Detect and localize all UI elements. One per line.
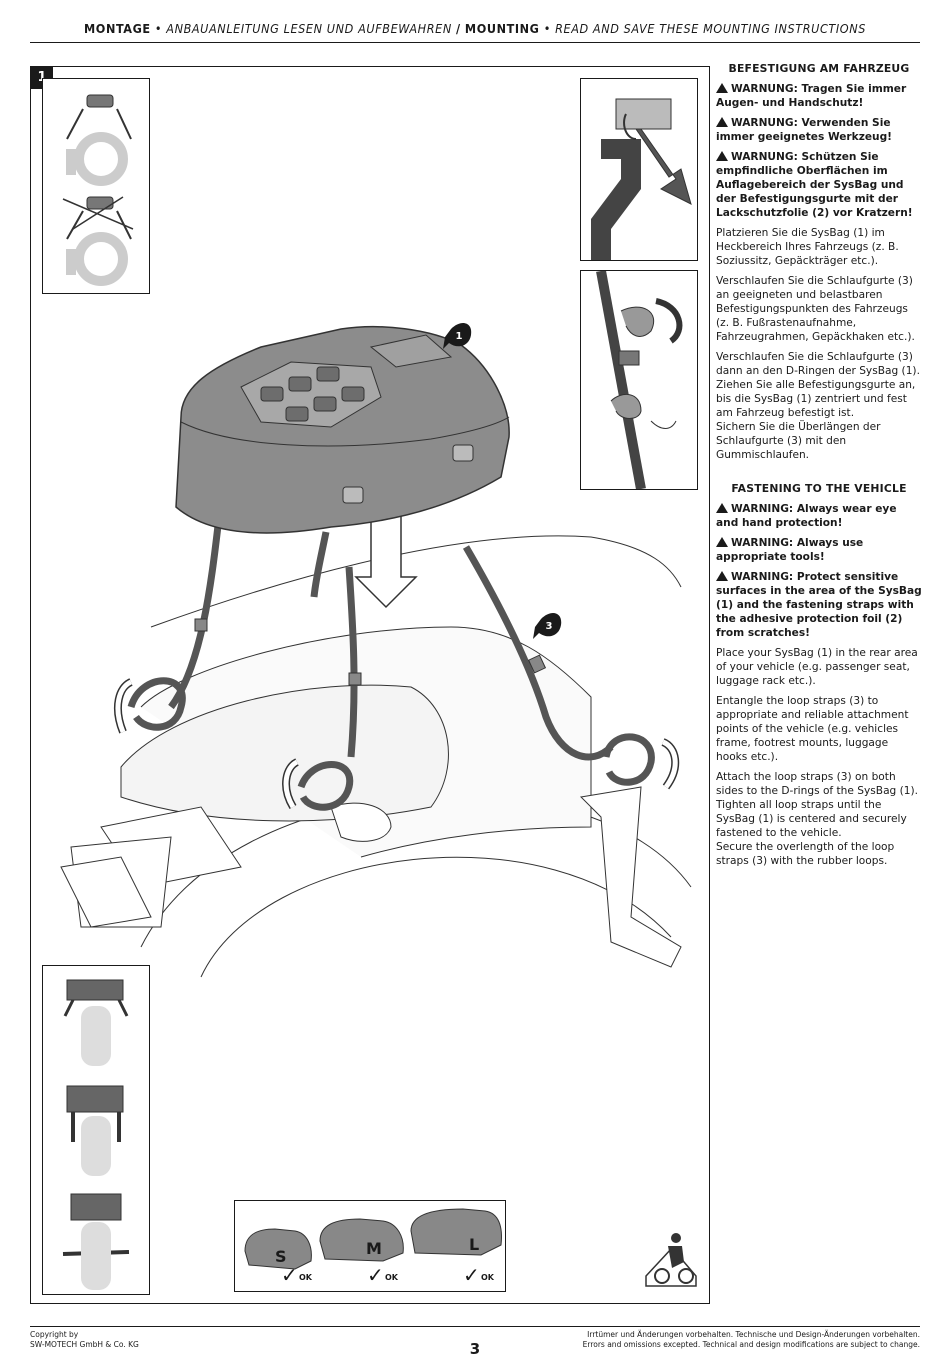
german-warning-2: WARNUNG: Verwenden Sie immer geeignetes … — [716, 117, 893, 143]
detail-box-hook — [580, 78, 698, 261]
warning-icon — [716, 537, 728, 547]
size-l-label: L — [469, 1235, 480, 1254]
callout-bag: 1 — [455, 331, 463, 342]
warning-icon — [716, 503, 728, 513]
footer-disclaimer: Irrtümer und Änderungen vorbehalten. Tec… — [583, 1330, 920, 1349]
disclaimer-de: Irrtümer und Änderungen vorbehalten. Tec… — [587, 1330, 920, 1339]
copyright-line-1: Copyright by — [30, 1330, 79, 1339]
instructions-column: BEFESTIGUNG AM FAHRZEUG WARNUNG: Tragen … — [716, 62, 922, 874]
detail-box-vehicle-positions — [42, 965, 150, 1295]
english-warning-3: WARNING: Protect sensitive surfaces in t… — [716, 571, 922, 639]
warning-icon — [716, 83, 728, 93]
german-title: BEFESTIGUNG AM FAHRZEUG — [728, 62, 910, 75]
header-mounting-sub: • READ AND SAVE THESE MOUNTING INSTRUCTI… — [543, 21, 866, 36]
header-mounting: MOUNTING — [464, 21, 540, 36]
main-illustration — [60, 323, 692, 978]
english-title: FASTENING TO THE VEHICLE — [731, 482, 907, 495]
disclaimer-en: Errors and omissions excepted. Technical… — [582, 1339, 920, 1349]
check-icon-s: ✓ — [281, 1263, 298, 1287]
german-paragraph-1: Platzieren Sie die SysBag (1) im Heckber… — [716, 227, 899, 267]
german-warning-3: WARNUNG: Schützen Sie empfindliche Oberf… — [716, 151, 913, 219]
english-paragraph-3: Attach the loop straps (3) on both sides… — [716, 771, 919, 797]
vehicle-positions-detail — [62, 979, 130, 1290]
english-warning-2: WARNING: Always use appropriate tools! — [716, 537, 864, 563]
mechanic-icon — [645, 1233, 697, 1287]
english-paragraph-4: Tighten all loop straps until the SysBag… — [716, 799, 907, 839]
footer-rule — [30, 1326, 920, 1327]
english-paragraph-2: Entangle the loop straps (3) to appropri… — [716, 695, 909, 763]
header-rule — [30, 42, 920, 43]
german-paragraph-4: Ziehen Sie alle Befestigungsgurte an, bi… — [716, 379, 916, 419]
warning-icon — [716, 117, 728, 127]
header-separator: / — [456, 21, 461, 36]
size-m-label: M — [366, 1239, 382, 1258]
check-icon-l: ✓ — [463, 1263, 480, 1287]
english-paragraph-1: Place your SysBag (1) in the rear area o… — [716, 647, 918, 687]
copyright-line-2: SW-MOTECH GmbH & Co. KG — [30, 1339, 139, 1349]
callout-strap: 3 — [545, 621, 553, 632]
header-montage: MONTAGE — [84, 21, 151, 36]
loop-detail — [596, 271, 683, 489]
warning-icon — [716, 151, 728, 161]
german-warning-1: WARNUNG: Tragen Sie immer Augen- und Han… — [716, 83, 907, 109]
sysbag-drawing — [175, 325, 510, 534]
footer-copyright: Copyright by SW-MOTECH GmbH & Co. KG — [30, 1330, 139, 1349]
document-header: MONTAGE • ANBAUANLEITUNG LESEN UND AUFBE… — [30, 16, 920, 42]
detail-box-loop — [580, 270, 698, 490]
illustration-frame — [30, 66, 710, 1304]
bag-sizes-drawing — [244, 1208, 502, 1270]
english-paragraph-5: Secure the overlength of the loop straps… — [716, 841, 895, 867]
size-s-ok: OK — [299, 1273, 312, 1282]
hook-detail — [591, 98, 692, 260]
check-icon-m: ✓ — [367, 1263, 384, 1287]
german-paragraph-5: Sichern Sie die Überlängen der Schlaufgu… — [716, 421, 881, 461]
size-l-ok: OK — [481, 1273, 494, 1282]
seat-strap-detail — [62, 94, 134, 286]
german-paragraph-2: Verschlaufen Sie die Schlaufgurte (3) an… — [716, 275, 915, 343]
english-warning-1: WARNING: Always wear eye and hand protec… — [716, 503, 897, 529]
bag-sizes-box: S ✓ OK M ✓ OK L ✓ OK — [234, 1200, 506, 1292]
size-m-ok: OK — [385, 1273, 398, 1282]
header-montage-sub: • ANBAUANLEITUNG LESEN UND AUFBEWAHREN — [154, 21, 452, 36]
size-s-label: S — [275, 1247, 287, 1266]
page-number: 3 — [455, 1340, 495, 1358]
german-paragraph-3: Verschlaufen Sie die Schlaufgurte (3) da… — [716, 351, 920, 377]
warning-icon — [716, 571, 728, 581]
detail-box-correct-incorrect — [42, 78, 150, 294]
